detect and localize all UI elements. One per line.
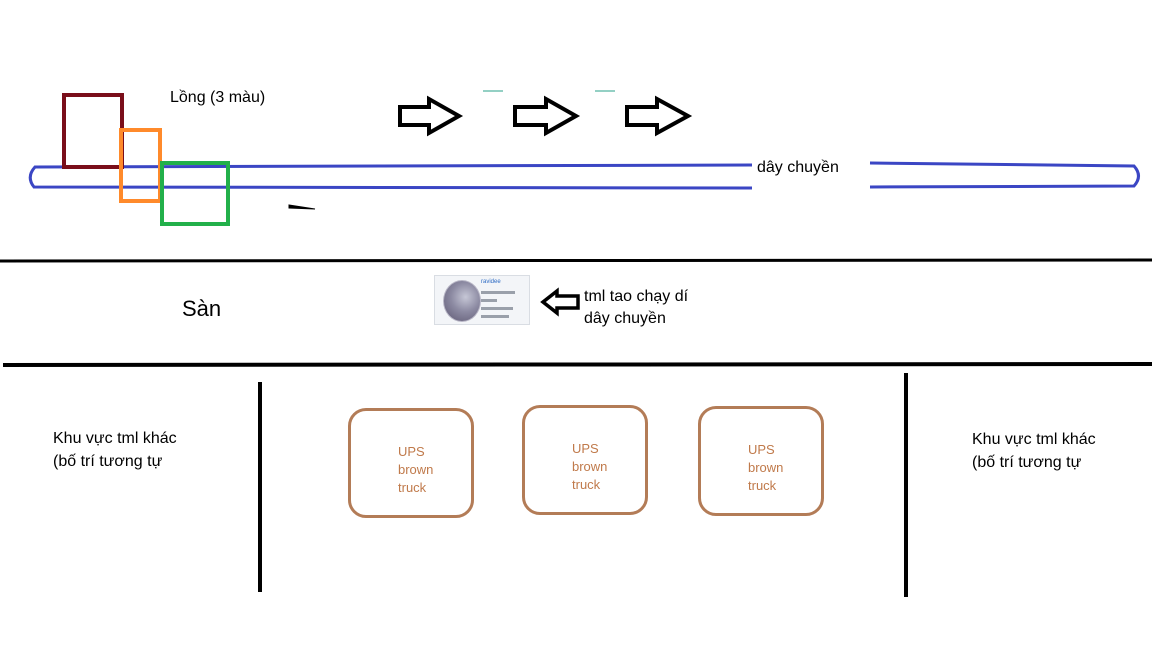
truck-label: UPS brown truck [748,442,784,493]
right-arrow-icon [513,95,581,137]
floor-label: Sàn [182,296,222,321]
cage-dark-red [62,93,124,169]
cage-label: Lồng (3 màu) [170,89,266,106]
pointer-note-line2: dây chuyền [584,310,666,327]
truck-1: UPS brown truck [348,408,474,518]
truck-2: UPS brown truck [522,405,648,515]
truck-label: UPS brown truck [398,444,434,495]
left-area-line1: Khu vực tml khác [53,430,177,447]
pointer-note-line1: tml tao chạy dí [584,288,689,305]
truck-3: UPS brown truck [698,406,824,516]
right-arrow-icon [398,95,464,137]
conveyor-label: dây chuyền [757,159,839,176]
avatar [443,280,481,322]
avatar-text-line [481,299,497,302]
left-arrow-icon [540,287,580,317]
direction-arrows [398,95,693,137]
small-black-mark [288,204,316,210]
avatar-text-line [481,315,509,318]
avatar-text-line [481,307,513,310]
right-arrow-icon [625,95,693,137]
floor-line-bottom [2,362,1152,367]
avatar-text-line [481,291,515,294]
right-area-line2: (bố trí tương tự [972,454,1082,471]
cage-green [160,161,230,226]
floor-line-top [0,258,1152,263]
avatar-name: ravidee [481,279,501,285]
truck-label: UPS brown truck [572,441,608,492]
conveyor-belt [28,161,1140,190]
profile-snapshot: ravidee [434,275,530,325]
right-area-line1: Khu vực tml khác [972,431,1096,448]
left-area-line2: (bố trí tương tự [53,453,163,470]
